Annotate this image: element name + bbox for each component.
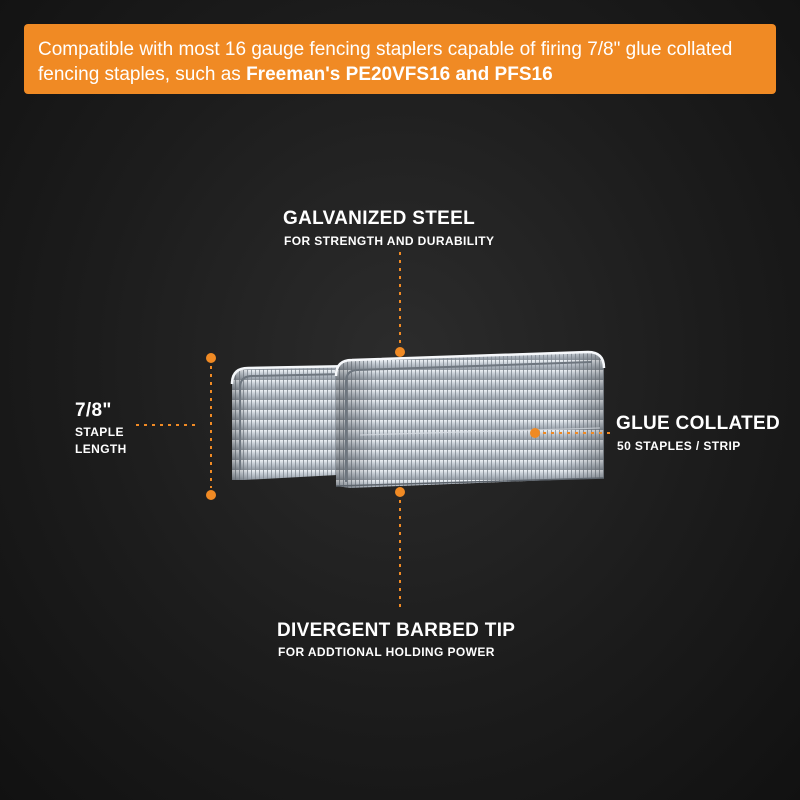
feature-subtitle-galvanized: FOR STRENGTH AND DURABILITY <box>284 234 495 248</box>
feature-title-barbed-tip: DIVERGENT BARBED TIP <box>277 620 516 641</box>
feature-title-glue-collated: GLUE COLLATED <box>616 413 780 434</box>
compatibility-banner: Compatible with most 16 gauge fencing st… <box>24 24 776 94</box>
callout-line-right <box>530 428 612 438</box>
callout-line-top <box>395 252 405 357</box>
staple-strip-back <box>230 364 357 480</box>
feature-subtitle-barbed-tip: FOR ADDTIONAL HOLDING POWER <box>278 645 495 659</box>
banner-text: Compatible with most 16 gauge fencing st… <box>38 39 733 85</box>
feature-length-line2: LENGTH <box>75 442 127 456</box>
callout-line-bottom <box>395 487 405 612</box>
feature-title-galvanized: GALVANIZED STEEL <box>283 208 475 229</box>
feature-title-length: 7/8" <box>75 400 112 421</box>
staple-strip-front <box>334 350 606 488</box>
length-dimension-marker <box>136 353 216 500</box>
feature-length-line1: STAPLE <box>75 425 124 439</box>
banner-model-names: Freeman's PE20VFS16 and PFS16 <box>246 64 553 85</box>
feature-subtitle-glue-collated: 50 STAPLES / STRIP <box>617 439 741 453</box>
